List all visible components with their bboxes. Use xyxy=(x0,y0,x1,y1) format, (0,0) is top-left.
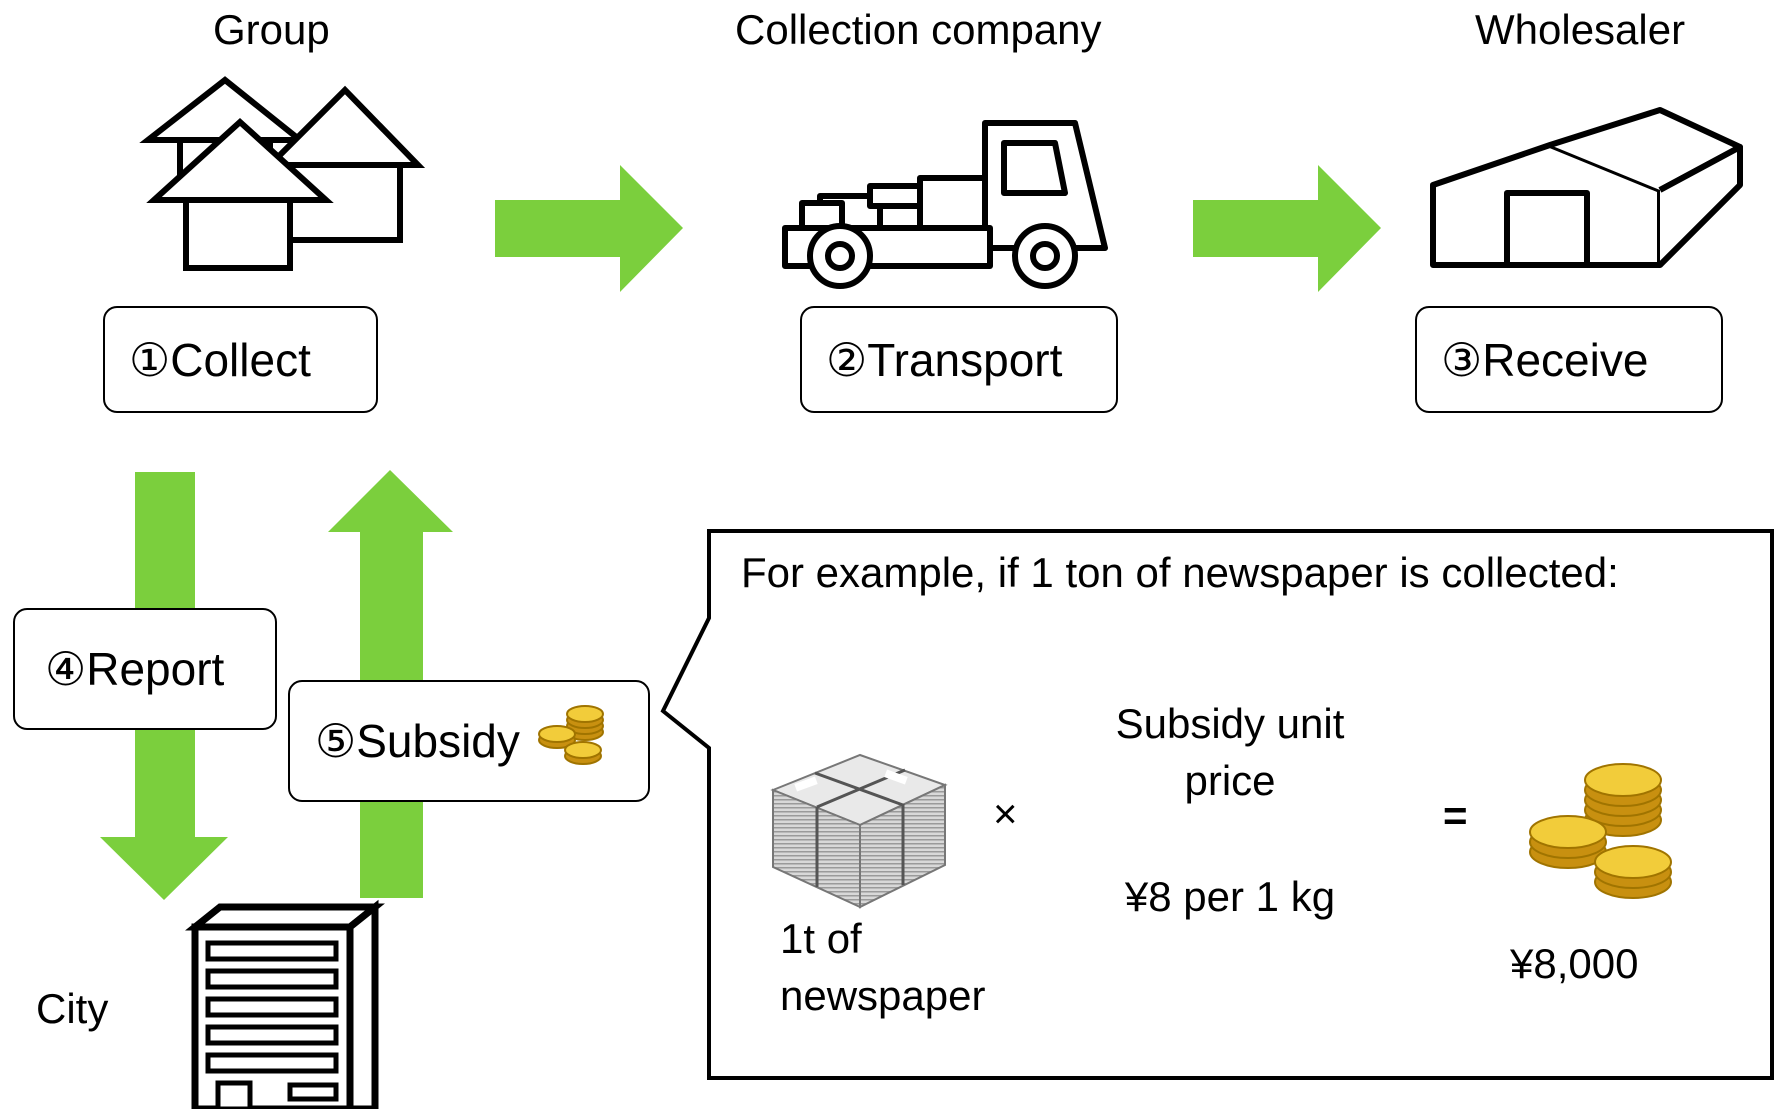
example-heading: For example, if 1 ton of newspaper is co… xyxy=(741,549,1619,596)
unit-price-line-1: Subsidy unit xyxy=(1115,700,1345,747)
collection-company-label: Collection company xyxy=(735,6,1102,53)
coins-icon-large xyxy=(1529,763,1672,899)
step-report-label: ④Report xyxy=(45,643,225,695)
step-collect-label: ①Collect xyxy=(129,333,311,386)
step-receive-label: ③Receive xyxy=(1441,333,1649,386)
city-label: City xyxy=(36,985,109,1032)
step-transport-box: ②Transport xyxy=(800,306,1118,413)
wholesaler-label: Wholesaler xyxy=(1475,6,1686,53)
subsidy-rate: ¥8 per 1 kg xyxy=(1124,873,1336,920)
example-callout xyxy=(660,529,1774,1080)
houses-icon xyxy=(139,76,426,271)
truck-icon xyxy=(782,120,1108,289)
step-subsidy-box: ⑤Subsidy xyxy=(288,680,650,802)
step-report-box: ④Report xyxy=(13,608,277,730)
step-subsidy-label: ⑤Subsidy xyxy=(315,715,520,767)
item-line-2: newspaper xyxy=(780,972,986,1019)
times-sign: × xyxy=(993,790,1018,837)
step-transport-label: ②Transport xyxy=(826,333,1063,386)
item-line-1: 1t of xyxy=(780,915,862,962)
equals-sign: = xyxy=(1443,792,1468,839)
building-icon xyxy=(185,899,385,1109)
step-receive-box: ③Receive xyxy=(1415,306,1723,413)
unit-price-line-2: price xyxy=(1184,757,1276,804)
coins-icon xyxy=(538,705,604,765)
newspaper-bundle-icon xyxy=(770,753,948,909)
result-amount: ¥8,000 xyxy=(1510,940,1639,987)
arrow-collect-to-transport xyxy=(495,165,683,292)
step-collect-box: ①Collect xyxy=(103,306,378,413)
warehouse-icon xyxy=(1430,107,1743,268)
group-label: Group xyxy=(213,6,330,53)
arrow-transport-to-receive xyxy=(1193,165,1381,292)
